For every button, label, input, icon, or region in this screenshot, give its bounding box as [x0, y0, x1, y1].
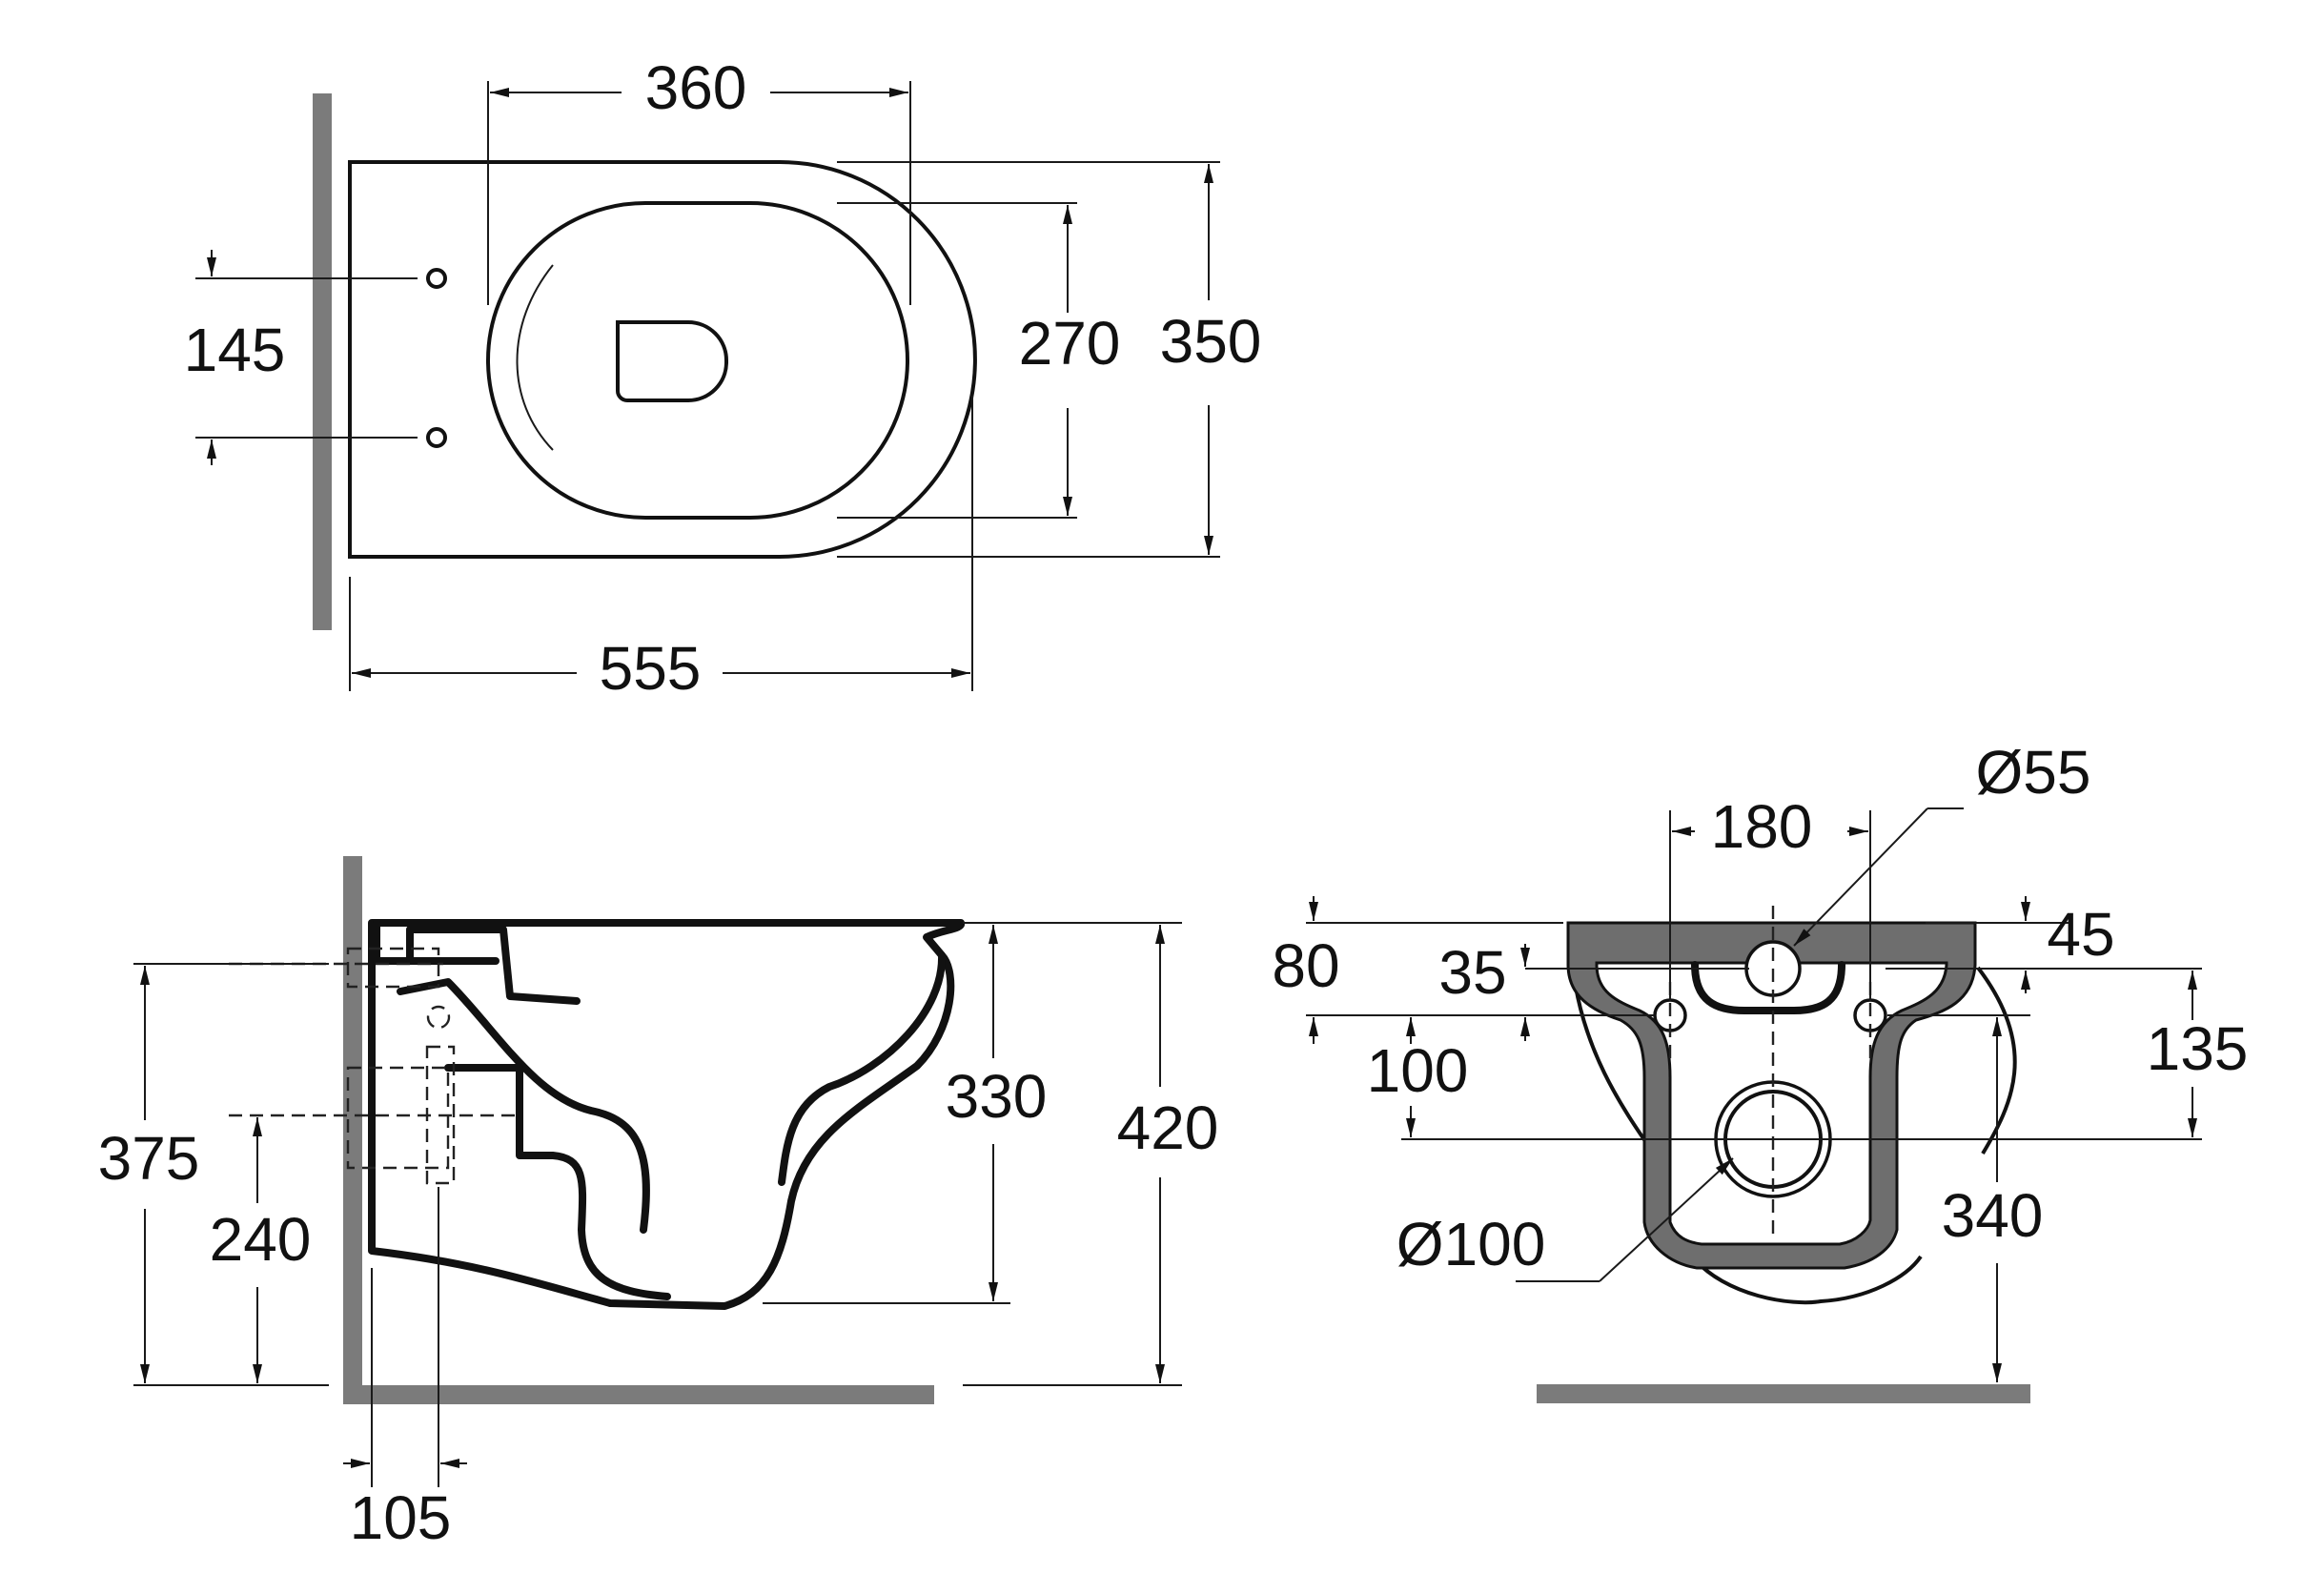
- dim-bowl-length: 360: [645, 53, 747, 122]
- top-view-drain-icon: [616, 320, 728, 402]
- dim-outlet-offset: 105: [350, 1483, 452, 1552]
- dim-inlet-diameter: Ø55: [1976, 738, 2091, 807]
- dim-outlet-height: 240: [210, 1205, 312, 1274]
- dim-bowl-height: 330: [946, 1062, 1048, 1131]
- side-view-fixing-icon: [426, 1005, 451, 1030]
- side-view: 375 240 330 420 105: [98, 856, 1219, 1552]
- side-view-outlet-tube: [444, 1064, 671, 1300]
- dim-fixing-offset: 35: [1438, 938, 1506, 1007]
- side-view-floor: [343, 1385, 934, 1404]
- side-view-inlet-connector: [346, 947, 440, 989]
- dim-fixings-to-outlet: 100: [1367, 1036, 1469, 1105]
- dim-fixing-to-outlet: 135: [2147, 1014, 2249, 1083]
- rear-view-mounting-flange: [1566, 921, 1977, 1270]
- dim-fixing-hole-spacing: 145: [184, 316, 286, 384]
- fixing-hole-icon: [426, 427, 447, 448]
- top-view-bowl-opening: [486, 201, 909, 520]
- dim-outlet-to-floor: 340: [1942, 1181, 2044, 1250]
- rear-view-bowl-bottom: [1690, 1255, 1923, 1305]
- top-view: 360 145 270 350 555: [184, 53, 1262, 703]
- rear-view: 180 Ø55 80 35 100 45 135 340 Ø100: [1272, 738, 2248, 1403]
- dim-overall-width: 350: [1160, 307, 1262, 376]
- side-view-rim-return: [778, 951, 947, 1186]
- side-view-trapway: [397, 978, 650, 1234]
- dim-inner-width: 270: [1019, 309, 1121, 378]
- dim-inlet-from-top: 45: [2047, 900, 2114, 969]
- top-view-rim-highlight: [516, 264, 554, 451]
- dim-overall-height: 420: [1117, 1093, 1219, 1162]
- side-view-top-inlet: [373, 919, 581, 1005]
- dim-inlet-spacing: 180: [1711, 792, 1813, 861]
- top-view-wall: [313, 93, 332, 630]
- side-view-wall: [343, 856, 362, 1404]
- dim-overall-length: 555: [600, 634, 702, 703]
- dim-outlet-diameter: Ø100: [1396, 1210, 1546, 1278]
- rear-view-inlet-arch: [1691, 961, 1845, 1014]
- fixing-hole-icon: [426, 268, 447, 289]
- rear-view-floor: [1537, 1384, 2030, 1403]
- top-view-bowl-outline: [348, 160, 977, 559]
- dim-top-to-fixings: 80: [1272, 931, 1339, 1000]
- side-view-outlet-connector: [346, 1066, 450, 1170]
- dim-fixing-height: 375: [98, 1124, 200, 1193]
